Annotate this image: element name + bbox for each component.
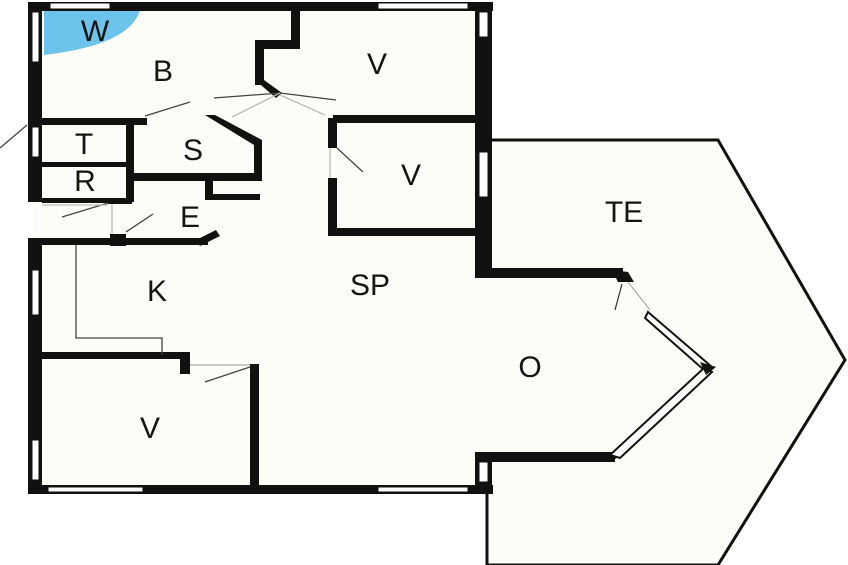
interior-walls bbox=[28, 5, 478, 492]
room-label-v-middle: V bbox=[401, 159, 421, 192]
room-label-te: TE bbox=[605, 196, 643, 229]
wellness-accent-shape bbox=[44, 10, 140, 55]
room-labels: W B V T S V R E TE K SP O V bbox=[74, 15, 643, 445]
room-label-v-bottom: V bbox=[140, 412, 160, 445]
fixtures-and-door-swings bbox=[0, 92, 364, 383]
house-floor bbox=[33, 5, 710, 490]
room-label-t: T bbox=[75, 128, 93, 161]
bay-window bbox=[608, 270, 716, 460]
room-label-w: W bbox=[81, 15, 110, 48]
room-label-b: B bbox=[153, 55, 173, 88]
room-label-k: K bbox=[147, 275, 167, 308]
room-label-o: O bbox=[518, 351, 541, 384]
room-label-r: R bbox=[74, 165, 96, 198]
room-label-s: S bbox=[183, 134, 203, 167]
windows bbox=[31, 2, 489, 493]
room-label-e: E bbox=[180, 201, 200, 234]
room-label-sp: SP bbox=[350, 269, 390, 302]
room-label-v-top: V bbox=[367, 48, 387, 81]
